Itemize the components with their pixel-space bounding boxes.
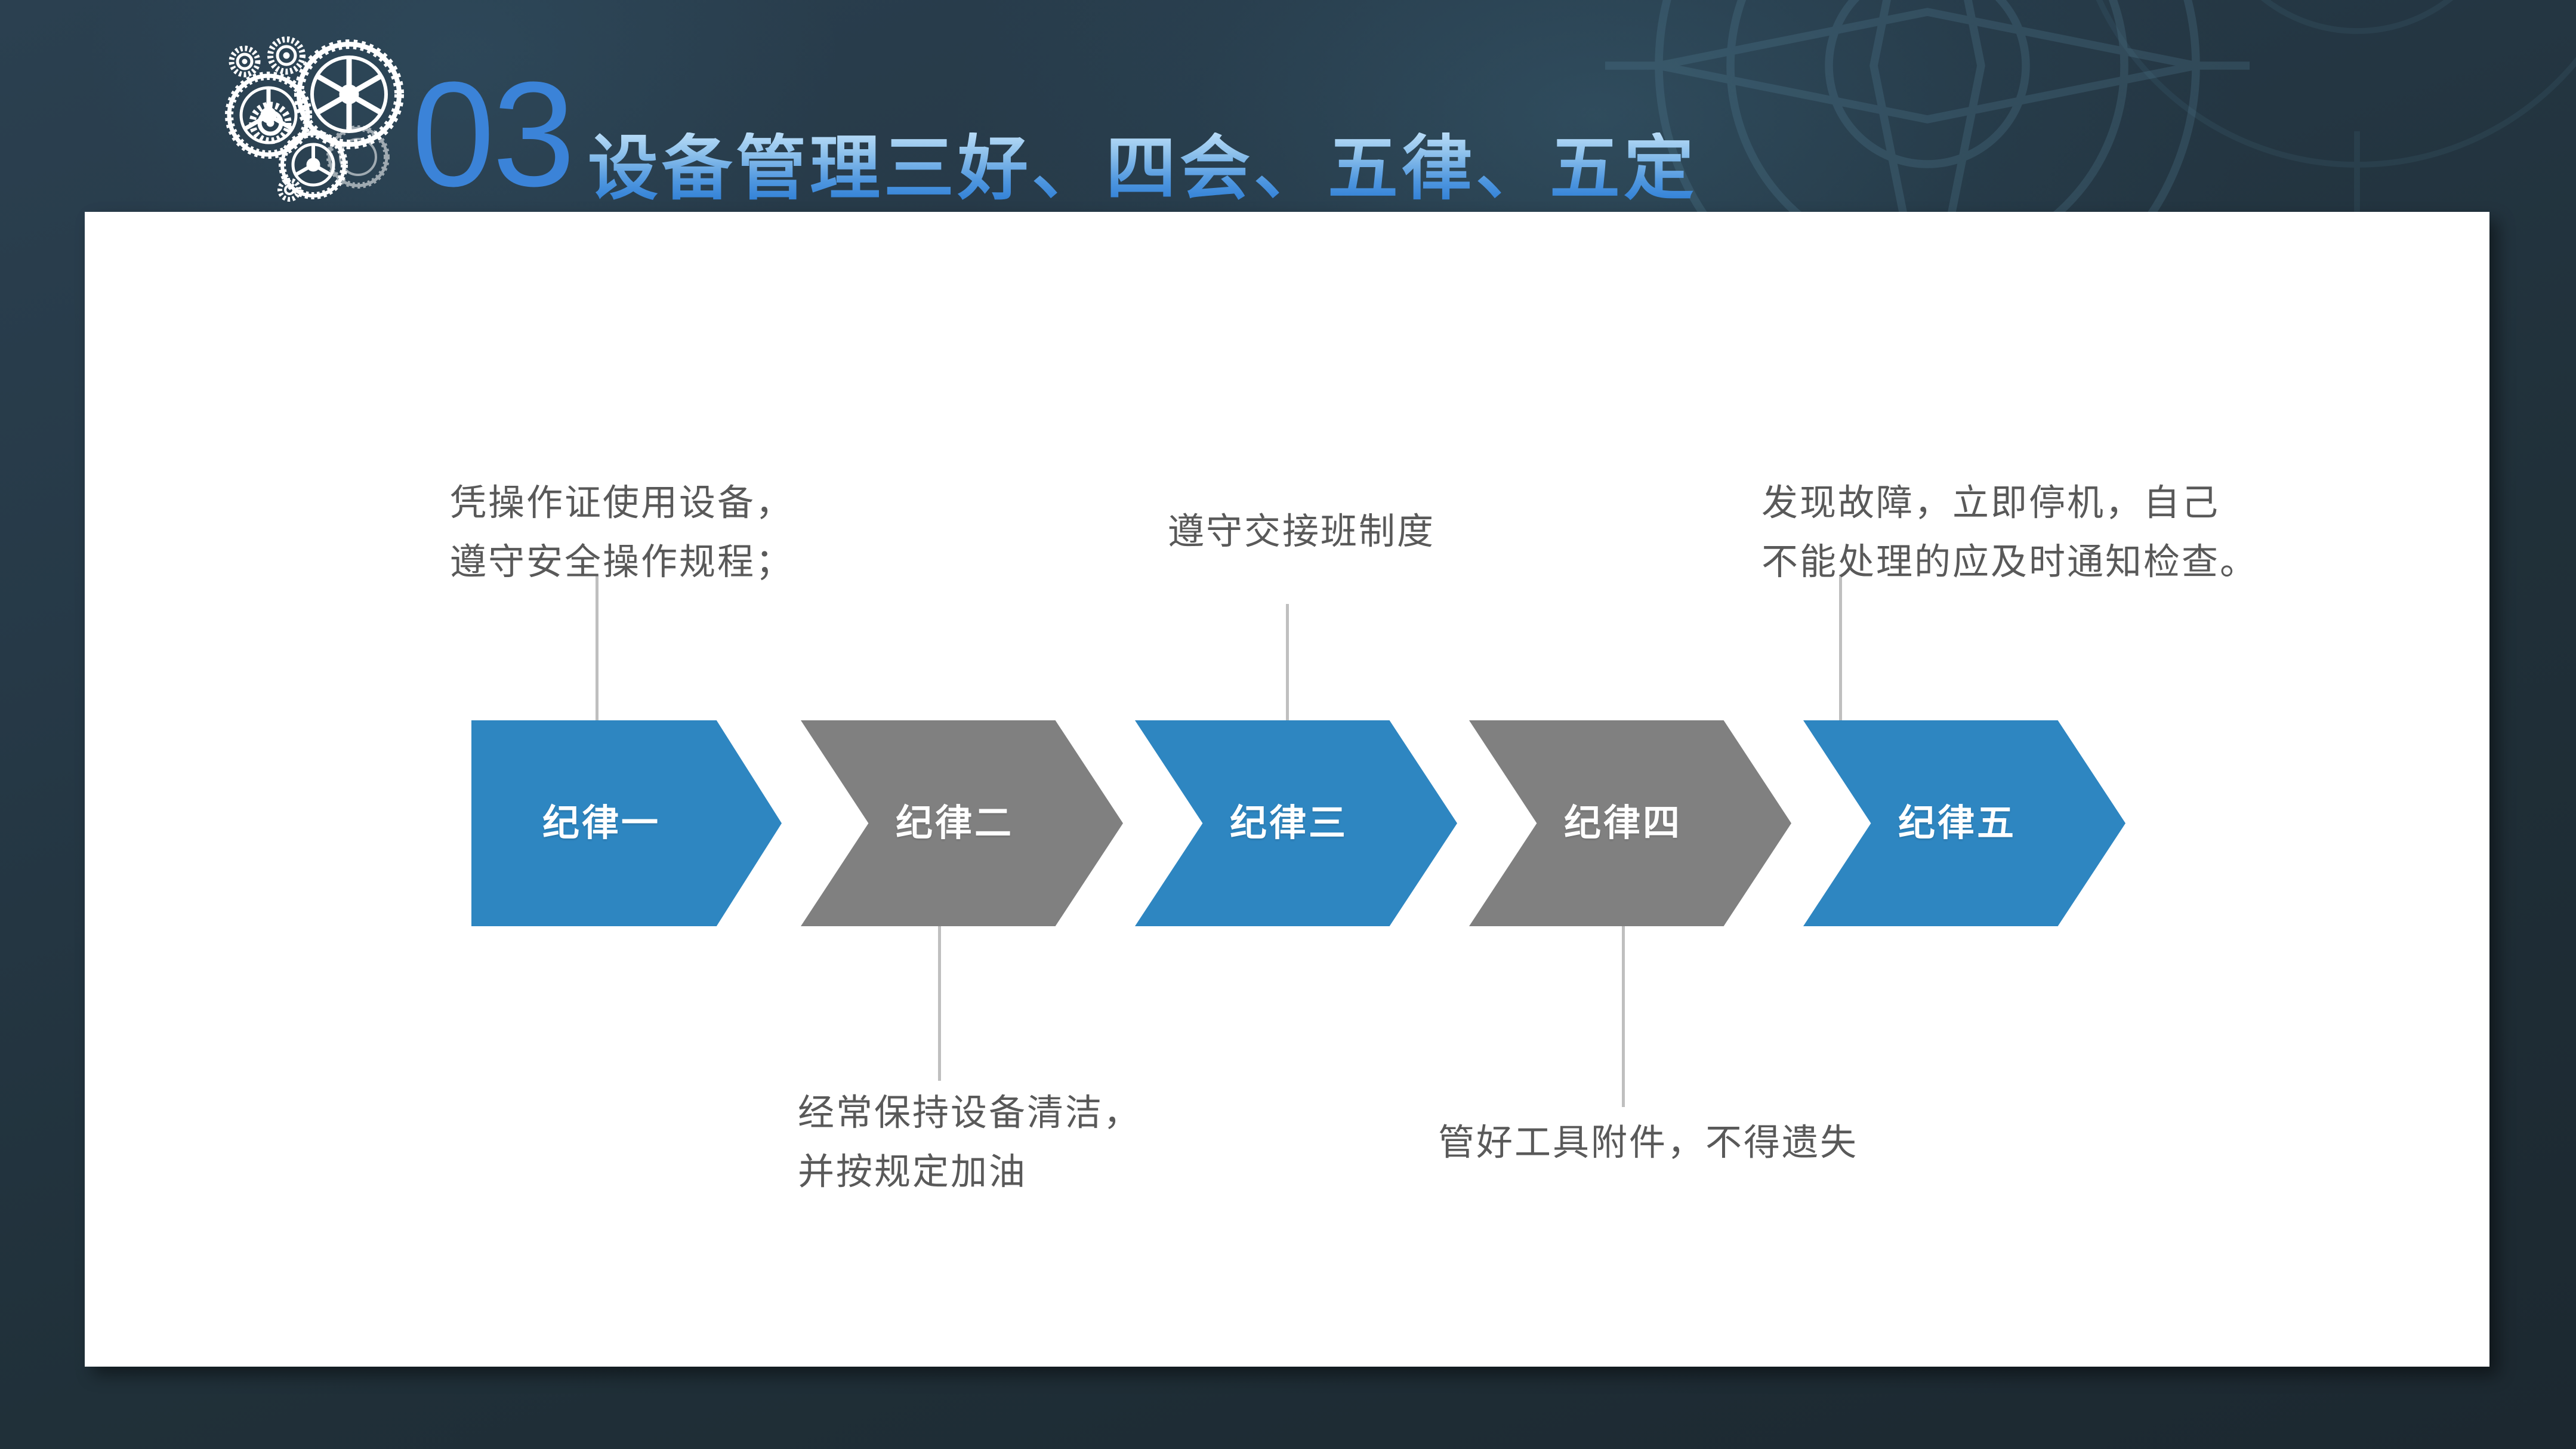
chevron-step-5[interactable]: 纪律五 [1803,720,2125,926]
chevron-step-4-label: 纪律四 [1563,803,1682,844]
connector-line-1 [596,575,599,723]
chevron-step-1-label: 纪律一 [542,803,661,844]
step-1-description: 凭操作证使用设备， 遵守安全操作规程； [450,483,794,582]
step-5-description: 发现故障，立即停机，自己 不能处理的应及时通知检查。 [1761,483,2259,582]
content-panel: 纪律一 纪律二 纪律三 纪律四 纪律五 凭操作证使用设备， 遵守安全操作规程； … [85,212,2489,1367]
chevron-step-1[interactable]: 纪律一 [471,720,782,926]
step-4-description: 管好工具附件，不得遗失 [1438,1123,1859,1163]
chevron-step-2-label: 纪律二 [895,803,1014,844]
connector-line-3 [1286,604,1289,723]
step-2-description: 经常保持设备清洁， 并按规定加油 [798,1093,1142,1192]
section-number: 03 [412,51,575,217]
gears-decoration-icon [225,36,404,202]
chevron-step-3[interactable]: 纪律三 [1135,720,1457,926]
page-title: 设备管理三好、四会、五律、五定 [588,130,1698,208]
connector-line-5 [1839,575,1842,723]
chevron-step-2[interactable]: 纪律二 [801,720,1123,926]
connector-line-2 [938,924,941,1081]
chevron-step-4[interactable]: 纪律四 [1469,720,1791,926]
connector-line-4 [1622,924,1625,1107]
chevron-step-5-label: 纪律五 [1898,803,2016,844]
step-3-description: 遵守交接班制度 [1168,512,1436,552]
chevron-step-3-label: 纪律三 [1229,803,1348,844]
chevron-process-diagram: 纪律一 纪律二 纪律三 纪律四 纪律五 凭操作证使用设备， 遵守安全操作规程； … [85,212,2489,1367]
